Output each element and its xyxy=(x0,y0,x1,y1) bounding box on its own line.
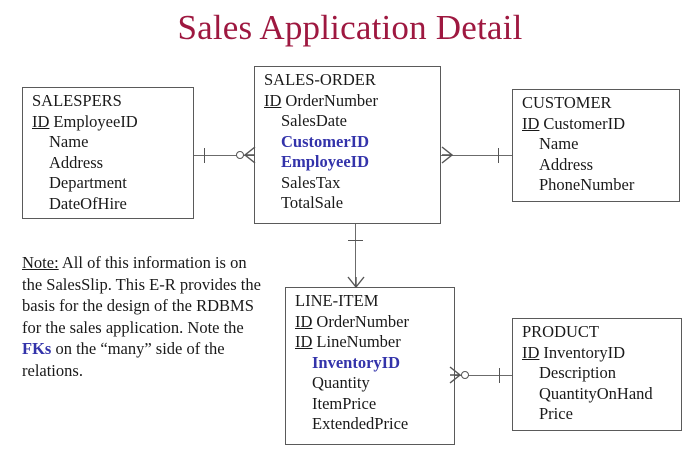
attribute-row: ExtendedPrice xyxy=(312,414,409,433)
attribute-label: OrderNumber xyxy=(285,90,378,110)
attribute-row: ItemPrice xyxy=(312,393,377,413)
attribute-row-foreign-key: EmployeeID xyxy=(281,152,369,171)
key-marker: ID xyxy=(295,332,313,351)
cardinality-many-crowsfoot-lineitem-product xyxy=(449,366,461,384)
attribute-row-foreign-key: CustomerID xyxy=(281,131,369,151)
cardinality-many-crowsfoot-salesorder-customer xyxy=(441,146,453,164)
attribute-row: Quantity xyxy=(312,373,370,392)
page-title: Sales Application Detail xyxy=(177,8,523,47)
attribute-label: InventoryID xyxy=(543,342,625,362)
attribute-row: Name xyxy=(49,132,89,151)
attribute-row-foreign-key: InventoryID xyxy=(312,352,401,372)
key-marker: ID xyxy=(522,342,540,362)
entity-name-sales-order: SALES-ORDER xyxy=(264,70,376,89)
key-marker: ID xyxy=(264,90,282,110)
entity-name-customer: CUSTOMER xyxy=(522,93,612,112)
cardinality-zero-salesorder xyxy=(236,151,244,159)
relationship-line-lineitem-product xyxy=(455,375,512,376)
attribute-row: Description xyxy=(539,363,616,382)
note-block: Note: All of this information is on the … xyxy=(22,252,262,381)
note-fk-keyword: FKs xyxy=(22,339,52,358)
note-text-part-1: All of this information is on the SalesS… xyxy=(22,253,261,337)
attribute-row: Department xyxy=(49,173,127,192)
cardinality-zero-lineitem-product xyxy=(461,371,469,379)
attribute-label: OrderNumber xyxy=(316,311,409,331)
attribute-label: LineNumber xyxy=(316,332,401,351)
attribute-row: PhoneNumber xyxy=(539,175,635,194)
attribute-row: SalesDate xyxy=(281,111,347,130)
attribute-row: Name xyxy=(539,134,579,153)
attribute-row: QuantityOnHand xyxy=(539,383,653,403)
relationship-line-salesorder-lineitem xyxy=(355,224,356,287)
relationship-line-salespers-salesorder xyxy=(194,155,254,156)
note-text-part-2: on the “many” side of the relations. xyxy=(22,339,225,380)
cardinality-one-product xyxy=(499,368,500,383)
cardinality-many-crowsfoot-lineitem xyxy=(347,276,365,288)
attribute-row: TotalSale xyxy=(281,193,344,212)
attribute-label: EmployeeID xyxy=(53,111,138,131)
attribute-row: SalesTax xyxy=(281,172,341,192)
entity-name-line-item: LINE-ITEM xyxy=(295,291,379,310)
key-marker: ID xyxy=(522,113,540,133)
cardinality-one-salespers xyxy=(204,148,205,163)
relationship-line-salesorder-customer xyxy=(441,155,512,156)
key-marker: ID xyxy=(32,111,50,131)
attribute-row: DateOfHire xyxy=(49,193,127,213)
entity-name-salespers: SALESPERS xyxy=(32,91,122,110)
attribute-row: Price xyxy=(539,404,573,423)
cardinality-many-crowsfoot-salesorder xyxy=(244,146,256,164)
attribute-row: Address xyxy=(539,154,594,174)
cardinality-one-customer xyxy=(498,148,499,163)
note-label: Note: xyxy=(22,253,59,272)
attribute-row: Address xyxy=(49,152,104,172)
cardinality-one-salesorder-lineitem xyxy=(348,240,363,241)
attribute-label: CustomerID xyxy=(543,113,625,133)
key-marker: ID xyxy=(295,311,313,331)
entity-name-product: PRODUCT xyxy=(522,322,600,341)
